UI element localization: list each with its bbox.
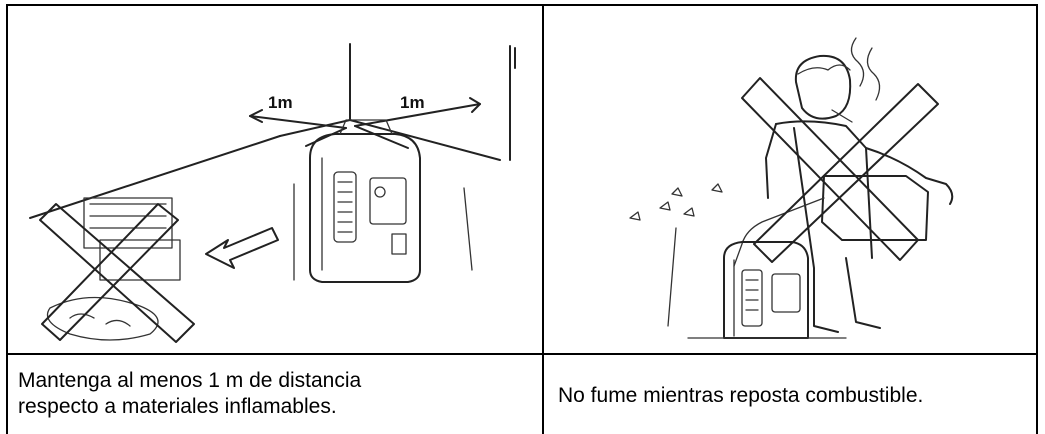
distance-illustration: 1m 1m	[10, 8, 540, 351]
small-generator-drawing	[667, 227, 847, 339]
prohibited-cross-icon-left	[39, 203, 195, 343]
distance-label-left: 1m	[268, 93, 293, 112]
table-row-divider	[6, 353, 1038, 355]
distance-label-right: 1m	[400, 93, 425, 112]
table-left-border	[6, 4, 8, 434]
prohibited-cross-icon-right	[741, 77, 939, 263]
no-smoking-refueling-illustration	[546, 8, 1034, 351]
flammable-materials-drawing	[46, 197, 181, 341]
caption-left: Mantenga al menos 1 m de distancia respe…	[18, 369, 362, 418]
safety-instructions-table: 1m 1m	[6, 4, 1038, 434]
table-right-border	[1036, 4, 1038, 434]
generator-drawing	[293, 119, 473, 283]
caption-right: No fume mientras reposta combustible.	[558, 384, 924, 407]
table-top-border	[6, 4, 1038, 6]
table-column-divider	[542, 4, 544, 434]
